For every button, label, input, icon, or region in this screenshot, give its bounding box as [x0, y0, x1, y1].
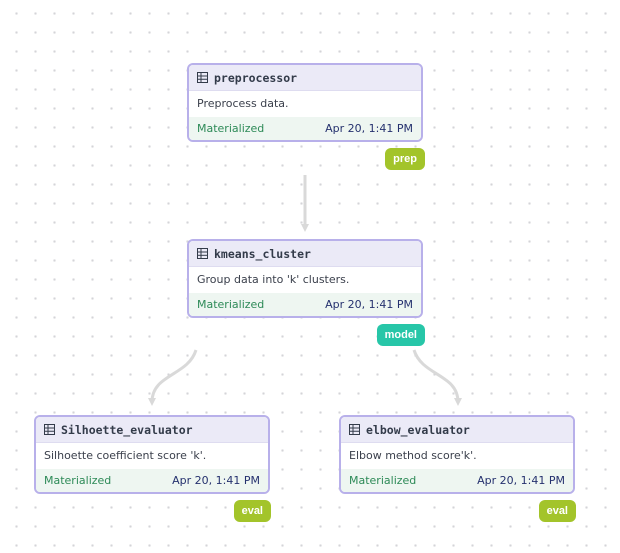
- tag-badge-eval[interactable]: eval: [233, 500, 271, 522]
- status-label: Materialized: [197, 122, 265, 135]
- node-title: elbow_evaluator: [366, 422, 470, 437]
- timestamp: Apr 20, 1:41 PM: [325, 122, 413, 135]
- node-header: preprocessor: [189, 65, 421, 91]
- edge-kmeans-to-silhouette: [148, 349, 198, 406]
- tag-badge-prep[interactable]: prep: [385, 148, 425, 170]
- node-title: kmeans_cluster: [214, 246, 311, 261]
- node-header: Silhoette_evaluator: [36, 417, 268, 443]
- timestamp: Apr 20, 1:41 PM: [325, 298, 413, 311]
- tag-badge-eval[interactable]: eval: [538, 500, 576, 522]
- node-footer: Materialized Apr 20, 1:41 PM: [189, 293, 421, 316]
- edge-kmeans-to-elbow: [412, 349, 462, 406]
- status-label: Materialized: [44, 474, 112, 487]
- node-kmeans-cluster[interactable]: kmeans_cluster Group data into 'k' clust…: [187, 239, 423, 318]
- node-preprocessor[interactable]: preprocessor Preprocess data. Materializ…: [187, 63, 423, 142]
- node-description: Silhoette coefficient score 'k'.: [36, 443, 268, 469]
- node-description: Preprocess data.: [189, 91, 421, 117]
- node-title: Silhoette_evaluator: [61, 422, 193, 437]
- timestamp: Apr 20, 1:41 PM: [172, 474, 260, 487]
- node-description: Group data into 'k' clusters.: [189, 267, 421, 293]
- node-elbow-evaluator[interactable]: elbow_evaluator Elbow method score'k'. M…: [339, 415, 575, 494]
- table-icon: [197, 72, 208, 83]
- node-footer: Materialized Apr 20, 1:41 PM: [36, 469, 268, 492]
- table-icon: [44, 424, 55, 435]
- node-header: elbow_evaluator: [341, 417, 573, 443]
- node-description: Elbow method score'k'.: [341, 443, 573, 469]
- node-title: preprocessor: [214, 70, 298, 85]
- node-header: kmeans_cluster: [189, 241, 421, 267]
- status-label: Materialized: [197, 298, 265, 311]
- node-silhouette-evaluator[interactable]: Silhoette_evaluator Silhoette coefficien…: [34, 415, 270, 494]
- tag-badge-model[interactable]: model: [376, 324, 425, 346]
- node-footer: Materialized Apr 20, 1:41 PM: [189, 117, 421, 140]
- table-icon: [197, 248, 208, 259]
- status-label: Materialized: [349, 474, 417, 487]
- timestamp: Apr 20, 1:41 PM: [477, 474, 565, 487]
- table-icon: [349, 424, 360, 435]
- node-footer: Materialized Apr 20, 1:41 PM: [341, 469, 573, 492]
